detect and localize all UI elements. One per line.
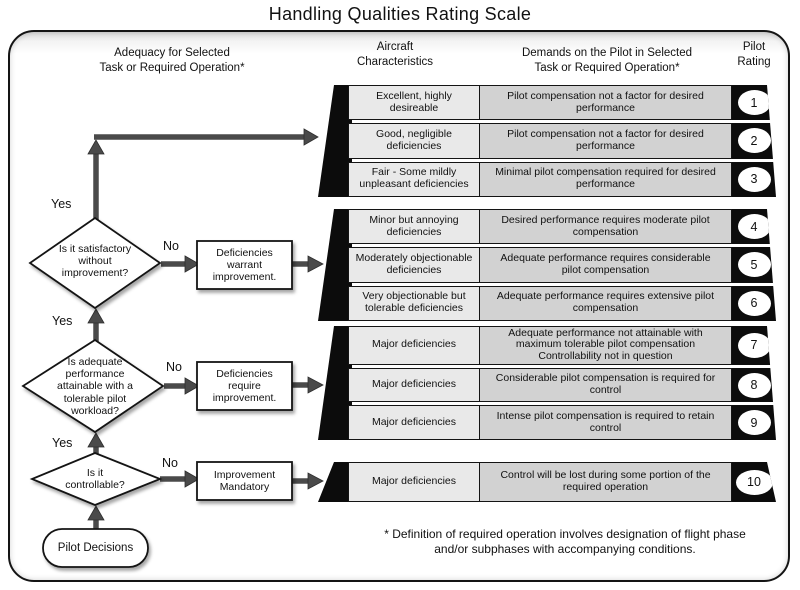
pill-pilot-decisions	[42, 528, 149, 568]
rating-badge: 5	[738, 252, 771, 277]
rating-badge: 7	[738, 333, 771, 358]
demand-cell: Intense pilot compensation is required t…	[479, 405, 732, 440]
rating-cell: 3	[732, 162, 776, 197]
demand-cell: Minimal pilot compensation required for …	[479, 162, 732, 197]
rating-badge: 8	[738, 373, 771, 398]
arrow-pilot-decisions-to-diamond3	[87, 505, 105, 531]
diamond-satisfactory	[28, 216, 162, 310]
rating-cell: 5	[732, 247, 776, 282]
table-row-rating-3: Fair - Some mildly unpleasant deficienci…	[348, 162, 776, 197]
rating-badge: 2	[738, 128, 771, 153]
diamond-satisfactory-label: Is it satisfactory without improvement?	[58, 243, 132, 280]
arrow-no-diamond1-to-box1	[161, 255, 200, 273]
demand-cell: Desired performance requires moderate pi…	[479, 209, 732, 244]
arrow-yes-diamond2-to-diamond1	[87, 308, 105, 342]
rating-badge: 3	[738, 167, 771, 192]
demand-cell: Pilot compensation not a factor for desi…	[479, 123, 732, 158]
arrow-no-diamond3-to-box3	[160, 470, 200, 488]
characteristic-cell: Major deficiencies	[348, 326, 480, 365]
rating-group-1: Excellent, highly desireable Pilot compe…	[318, 85, 776, 197]
characteristic-cell: Minor but annoying deficiencies	[348, 209, 480, 244]
characteristic-cell: Excellent, highly desireable	[348, 85, 480, 120]
header-pilot-rating: Pilot Rating	[737, 41, 771, 68]
demand-cell: Adequate performance requires considerab…	[479, 247, 732, 282]
label-no-1: No	[163, 239, 179, 253]
footnote: * Definition of required operation invol…	[384, 527, 746, 556]
label-yes-3: Yes	[52, 436, 73, 450]
diamond-controllable	[29, 452, 163, 506]
demand-cell: Considerable pilot compensation is requi…	[479, 368, 732, 403]
header-adequacy: Adequacy for Selected Task or Required O…	[99, 47, 245, 74]
diamond-controllable-label: Is it controllable?	[65, 467, 125, 492]
table-row-rating-1: Excellent, highly desireable Pilot compe…	[348, 85, 776, 120]
characteristic-cell: Moderately objectionable deficiencies	[348, 247, 480, 282]
rating-cell: 9	[732, 405, 776, 440]
box-improvement-mandatory-label: Improvement Mandatory	[213, 469, 276, 494]
page-title: Handling Qualities Rating Scale	[268, 4, 532, 24]
rating-group-4: Major deficiencies Control will be lost …	[318, 462, 776, 502]
label-no-2: No	[166, 360, 182, 374]
box-deficiencies-warrant-label: Deficiencies warrant improvement.	[212, 247, 277, 284]
arrow-no-diamond2-to-box2	[164, 377, 200, 395]
label-no-3: No	[162, 456, 178, 470]
characteristic-cell: Fair - Some mildly unpleasant deficienci…	[348, 162, 480, 197]
rating-cell: 2	[732, 123, 776, 158]
box-deficiencies-require	[196, 361, 293, 411]
table-row-rating-6: Very objectionable but tolerable deficie…	[348, 286, 776, 321]
rating-badge: 10	[736, 470, 773, 495]
header-aircraft-characteristics: Aircraft Characteristics	[356, 41, 434, 68]
box-deficiencies-warrant	[196, 240, 293, 290]
diamond-adequate-performance	[21, 338, 165, 434]
characteristic-cell: Major deficiencies	[348, 405, 480, 440]
characteristic-cell: Good, negligible deficiencies	[348, 123, 480, 158]
table-row-rating-7: Major deficiencies Adequate performance …	[348, 326, 776, 365]
arrow-box2-to-group3	[292, 376, 324, 394]
box-deficiencies-require-label: Deficiencies require improvement.	[212, 368, 277, 405]
label-yes-2: Yes	[52, 314, 73, 328]
demand-cell: Adequate performance requires extensive …	[479, 286, 732, 321]
characteristic-cell: Very objectionable but tolerable deficie…	[348, 286, 480, 321]
box-improvement-mandatory	[196, 461, 293, 501]
pill-pilot-decisions-label: Pilot Decisions	[57, 542, 134, 554]
arrow-yes-diamond3-to-diamond2	[87, 432, 105, 455]
characteristic-cell: Major deficiencies	[348, 368, 480, 403]
arrow-box1-to-group2	[292, 255, 324, 273]
label-yes-1: Yes	[51, 197, 72, 211]
table-row-rating-4: Minor but annoying deficiencies Desired …	[348, 209, 776, 244]
table-row-rating-2: Good, negligible deficiencies Pilot comp…	[348, 123, 776, 158]
table-row-rating-8: Major deficiencies Considerable pilot co…	[348, 368, 776, 403]
table-row-rating-10: Major deficiencies Control will be lost …	[348, 462, 776, 502]
rating-badge: 4	[738, 214, 771, 239]
arrow-box3-to-group4	[292, 472, 324, 490]
characteristic-cell: Major deficiencies	[348, 462, 480, 502]
rating-group-3: Major deficiencies Adequate performance …	[318, 326, 776, 440]
rating-badge: 9	[738, 410, 771, 435]
table-row-rating-5: Moderately objectionable deficiencies Ad…	[348, 247, 776, 282]
demand-cell: Adequate performance not attainable with…	[479, 326, 732, 365]
rating-cell: 6	[732, 286, 776, 321]
arrow-yes-to-top-rail	[87, 128, 319, 221]
rating-cell: 8	[732, 368, 776, 403]
demand-cell: Pilot compensation not a factor for desi…	[479, 85, 732, 120]
table-row-rating-9: Major deficiencies Intense pilot compens…	[348, 405, 776, 440]
rating-badge: 1	[738, 90, 771, 115]
rating-group-2: Minor but annoying deficiencies Desired …	[318, 209, 776, 321]
demand-cell: Control will be lost during some portion…	[479, 462, 732, 502]
header-demands: Demands on the Pilot in Selected Task or…	[521, 47, 693, 74]
rating-badge: 6	[738, 291, 771, 316]
diamond-adequate-performance-label: Is adequate performance attainable with …	[57, 356, 133, 417]
